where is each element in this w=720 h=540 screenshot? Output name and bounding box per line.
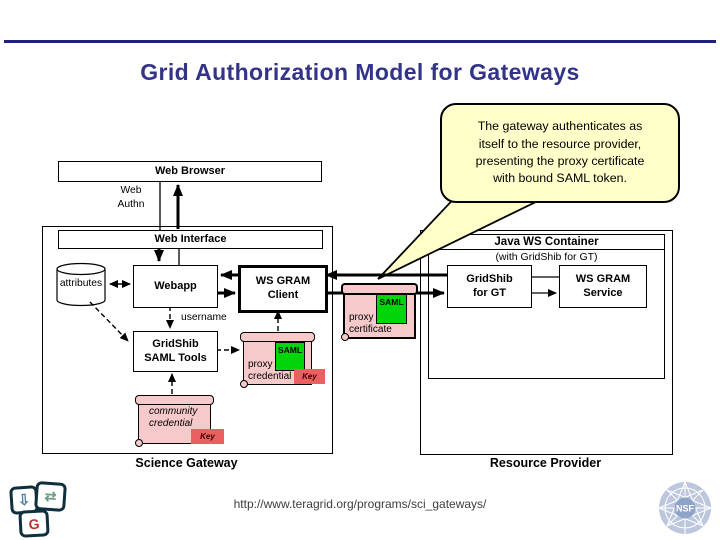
- science-gateway-label: Science Gateway: [135, 456, 238, 470]
- web-browser-box: Web Browser: [58, 161, 322, 182]
- resource-provider-label: Resource Provider: [489, 456, 602, 470]
- footer-url: http://www.teragrid.org/programs/sci_gat…: [233, 497, 487, 511]
- page-title: Grid Authorization Model for Gateways: [140, 59, 580, 85]
- scroll-top-bar: [135, 395, 214, 405]
- science-gateway-container: [42, 226, 333, 454]
- community-credential-label: community credential: [149, 406, 198, 429]
- webapp-box: Webapp: [133, 265, 218, 308]
- ws-gram-service-box: WS GRAM Service: [559, 265, 647, 308]
- community-credential-scroll: community credential Key: [135, 395, 224, 447]
- header-divider: [4, 40, 716, 43]
- callout-text: The gateway authenticates as itself to t…: [475, 119, 645, 186]
- username-label: username: [181, 312, 227, 323]
- java-ws-container-subtitle: (with GridShib for GT): [495, 251, 598, 263]
- attributes-db-label: attributes: [59, 278, 103, 289]
- dashed-connectors: [89, 280, 282, 394]
- nsf-logo-text: NSF: [676, 504, 695, 514]
- gridshib-saml-tools-box: GridShib SAML Tools: [133, 331, 218, 372]
- java-ws-container-title: Java WS Container: [429, 235, 664, 250]
- nsf-logo: NSF: [658, 481, 712, 534]
- thin-connectors: [159, 180, 559, 297]
- arrow-attributes-to-tools: [89, 301, 129, 342]
- key-badge: Key: [191, 429, 224, 444]
- scroll-curl: [135, 439, 143, 447]
- ws-gram-client-box: WS GRAM Client: [238, 265, 328, 313]
- proxy-credential-scroll: SAML proxy credential Key: [240, 332, 325, 388]
- proxy-credential-label: proxy credential: [248, 359, 292, 382]
- gridshib-for-gt-box: GridShib for GT: [447, 265, 532, 308]
- scroll-top-bar: [240, 332, 315, 342]
- saml-badge: SAML: [376, 294, 407, 324]
- web-interface-box: Web Interface: [58, 230, 323, 249]
- web-authn-label: Web Authn: [117, 185, 145, 210]
- key-badge: Key: [294, 369, 325, 384]
- callout-bubble: The gateway authenticates as itself to t…: [440, 103, 680, 203]
- attributes-db-cylinder: [56, 262, 106, 307]
- saml-badge: SAML: [275, 342, 305, 371]
- proxy-certificate-scroll: SAML proxy certificate: [341, 283, 418, 341]
- resource-provider-container: [420, 230, 673, 455]
- nsf-logo-core: [674, 497, 696, 519]
- scroll-curl: [240, 380, 248, 388]
- scroll-curl: [341, 333, 349, 341]
- proxy-certificate-label: proxy certificate: [349, 312, 392, 335]
